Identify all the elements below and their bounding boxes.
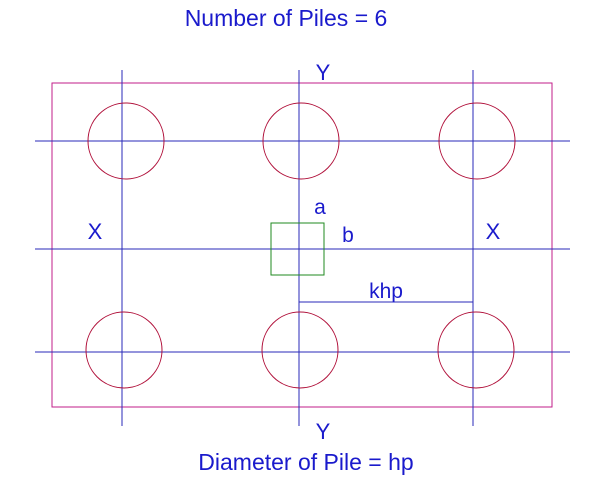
y-axis-label-bottom: Y (316, 419, 331, 444)
pile-6 (437, 311, 515, 389)
diagram-caption: Diameter of Pile = hp (198, 449, 413, 475)
x-axis-label-left: X (88, 219, 103, 244)
diagram-title: Number of Piles = 6 (185, 5, 388, 31)
pile-2 (262, 102, 340, 180)
x-axis-label-right: X (486, 219, 501, 244)
pile-3 (438, 102, 516, 180)
dimension-label-khp: khp (369, 280, 403, 303)
pile-4 (85, 311, 163, 389)
column-outline (270, 222, 325, 276)
column-label-a: a (314, 196, 326, 219)
y-axis-label-top: Y (316, 60, 331, 85)
pile-5 (261, 311, 339, 389)
pile-cap-outline (51, 82, 553, 408)
column-label-b: b (342, 224, 354, 247)
pile-1 (87, 102, 165, 180)
